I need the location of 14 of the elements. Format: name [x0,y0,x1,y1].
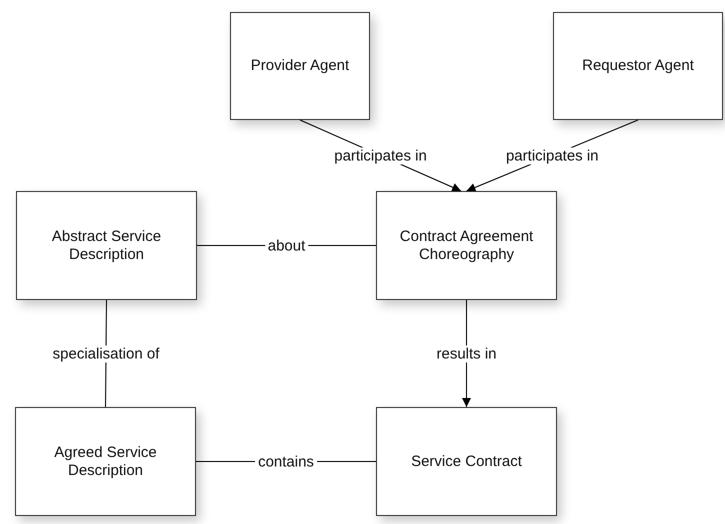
entity-box [16,191,197,300]
entity-box [553,12,723,120]
entity-box [15,407,196,516]
node-label: Provider Agent [250,57,350,75]
entity-box [376,191,557,300]
node-label: Abstract Service Description [50,228,162,264]
node-label: Agreed Service Description [53,444,158,480]
node-label: Requestor Agent [582,57,694,75]
entity-box [376,407,557,516]
edge-label: about [264,237,308,254]
entity-box [230,12,370,120]
edge-label: contains [255,453,317,470]
node-label: Contract Agreement Choreography [398,228,534,264]
node-label: Service Contract [411,452,522,470]
